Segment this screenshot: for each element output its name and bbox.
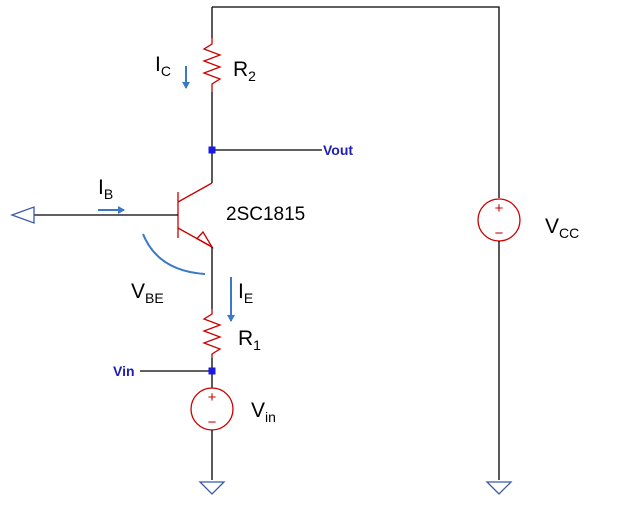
label-ie: IE [238, 280, 253, 306]
resistor-r2 [202, 38, 222, 92]
label-r2: R2 [233, 58, 256, 84]
vcc-ground-symbol [485, 481, 513, 495]
vin-voltage-source: + − [190, 387, 234, 431]
vin-ground-symbol [198, 481, 226, 495]
label-vin-source: Vin [251, 399, 276, 425]
net-label-vout: Vout [323, 142, 353, 158]
vbe-arc [142, 233, 206, 275]
resistor-r1 [202, 309, 222, 358]
label-ib: IB [98, 176, 113, 202]
vcc-plus-sign: + [495, 200, 504, 217]
transistor-2sc1815 [177, 182, 214, 249]
vcc-voltage-source: + − [477, 198, 521, 242]
label-ic: IC [155, 53, 171, 79]
label-r1: R1 [238, 327, 261, 353]
label-vbe: VBE [131, 280, 164, 306]
vin-minus-sign: − [208, 414, 217, 431]
vcc-minus-sign: − [495, 225, 504, 242]
base-ground-symbol [10, 206, 35, 224]
vin-plus-sign: + [208, 389, 217, 406]
vin-junction [208, 367, 216, 375]
label-vcc: VCC [545, 215, 579, 241]
net-label-vin: Vin [113, 363, 135, 379]
label-transistor-part: 2SC1815 [226, 204, 305, 225]
top-wire [212, 6, 500, 198]
vout-junction [208, 146, 216, 154]
